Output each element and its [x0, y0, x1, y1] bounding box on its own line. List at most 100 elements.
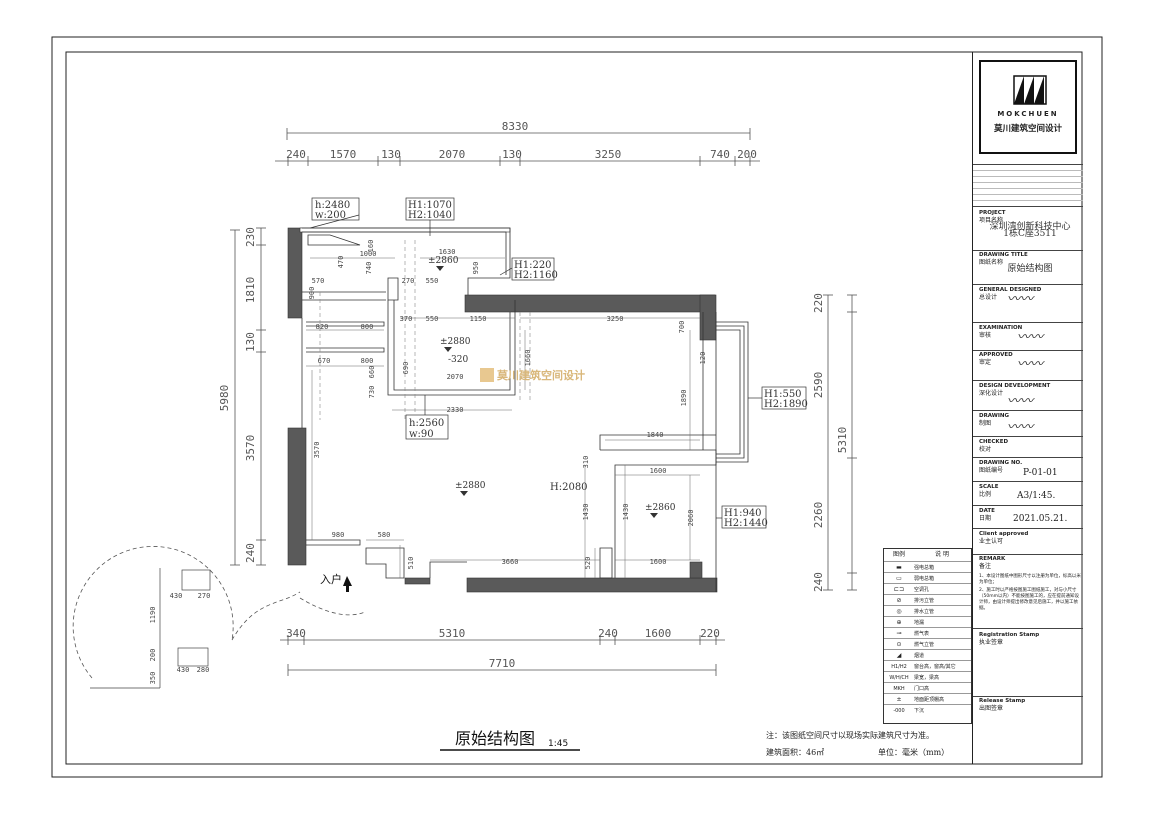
inner-dim: 570	[312, 277, 325, 285]
level-triangles	[436, 266, 658, 518]
general-cn: 总设计	[979, 294, 998, 301]
legend-row: ⊏⊐空调孔	[884, 583, 971, 596]
client-en: Client approved	[979, 531, 1029, 537]
legend-symbol: MKH	[893, 686, 905, 692]
inner-dim: 370	[400, 315, 413, 323]
logo-en: MOKCHUEN	[997, 110, 1059, 118]
inner-dim: 800	[361, 323, 374, 331]
gas-pipe-icon: ⊙	[896, 641, 902, 648]
inner-dim: 980	[332, 531, 345, 539]
legend-row: ±地面距顶棚高	[884, 693, 971, 706]
window-h2-label: H2:1440	[724, 518, 768, 529]
dev-cn: 深化设计	[979, 390, 1004, 397]
note-text: 注：该图纸空间尺寸以现场实际建筑尺寸为准。	[766, 730, 934, 740]
inner-dim: 1660	[524, 350, 532, 367]
left-seg-dim: 240	[244, 543, 257, 563]
sheet-outer-border	[51, 36, 1103, 778]
approved-field: APPROVED 审定	[979, 352, 1081, 366]
scale-cn: 比例	[979, 491, 992, 498]
legend-header-desc: 说 明	[935, 551, 949, 558]
inner-dim: 900	[308, 287, 316, 300]
checked-en: CHECKED	[979, 439, 1009, 445]
legend-desc: 地面距顶棚高	[914, 697, 945, 703]
inner-dim: 3570	[313, 442, 321, 459]
inner-dim: 3660	[502, 558, 519, 566]
drawing-no-value: P-01-01	[1023, 468, 1058, 478]
inner-dim: 1190	[149, 607, 157, 624]
sheet-inner-border	[65, 51, 1083, 765]
dev-en: DESIGN DEVELOPMENT	[979, 383, 1051, 389]
inner-dim: 1430	[582, 504, 590, 521]
window-h1-label: H1:550	[764, 389, 802, 400]
inner-dim: 690	[402, 362, 410, 375]
rel-cn: 出图签章	[979, 705, 1004, 712]
power-box-icon: ▬	[896, 564, 902, 571]
inner-dim: 1840	[647, 431, 664, 439]
beam-width-label: w:200	[315, 210, 346, 221]
legend-row: ◎排水立管	[884, 605, 971, 618]
right-seg-dim: 240	[812, 572, 825, 592]
logo-mark-icon	[1013, 75, 1047, 105]
legend-desc: 门口高	[914, 686, 930, 692]
project-value-1: 深圳湾创新科技中心	[989, 222, 1071, 232]
scale-en: SCALE	[979, 484, 999, 490]
inner-dim: 550	[426, 277, 439, 285]
level-marker: -320	[448, 355, 468, 365]
watermark-text: 莫川建筑空间设计	[496, 368, 585, 382]
inner-dim: 700	[678, 321, 686, 334]
level-marker: ±2860	[428, 256, 459, 266]
legend-desc: 燃气立管	[914, 642, 935, 648]
bottom-seg-dim: 1600	[645, 627, 672, 640]
legend-row: ⊙ 燃气立管	[884, 638, 971, 651]
gas-meter-icon: ⊸	[896, 630, 902, 637]
watermark-logo-mark	[480, 368, 494, 382]
remark-en: REMARK	[979, 556, 1006, 562]
reg-en: Registration Stamp	[979, 632, 1040, 638]
inner-dim: 820	[316, 323, 329, 331]
inner-dim: 660	[368, 366, 376, 379]
client-field: Client approved 业主认可	[979, 531, 1081, 545]
inner-dim: 510	[407, 557, 415, 570]
inner-dim: 1000	[360, 250, 377, 258]
checked-field: CHECKED 校对	[979, 439, 1081, 453]
legend-row: ▭弱电总箱	[884, 572, 971, 585]
legend-symbol: W/H/CH	[889, 675, 909, 681]
inner-dim: 1630	[439, 248, 456, 256]
inner-dimension-lines	[306, 257, 700, 578]
scale-value: A3/1:45.	[1017, 491, 1056, 501]
beam-height-label: h:2560	[409, 418, 444, 429]
drawing-no-field: DRAWING NO. 图纸编号	[979, 460, 1081, 474]
date-field: DATE 日期	[979, 508, 1081, 522]
drain-pipe-icon: ◎	[896, 608, 902, 615]
registration-stamp-field: Registration Stamp 执业签章	[979, 632, 1081, 646]
legend-desc: 弱电总箱	[914, 576, 935, 582]
inner-dim: 200	[149, 649, 157, 662]
rel-en: Release Stamp	[979, 698, 1026, 704]
remark-2: 2、施工时以严格按图施工图纸施工，对与小尺寸（50mm以内）不能按图施工的，应在…	[979, 588, 1079, 611]
bottom-seg-dim: 5310	[439, 627, 466, 640]
checked-cn: 校对	[979, 446, 992, 453]
left-seg-dim: 230	[244, 227, 257, 247]
bottom-seg-dim: 240	[598, 627, 618, 640]
detail-bubble	[72, 546, 366, 679]
inner-dim: 270	[198, 592, 211, 600]
title-block: MOKCHUEN 莫川建筑空间设计 PROJECT 项目名称 深圳湾创新科技中心…	[972, 52, 1083, 764]
area-text: 建筑面积：46㎡	[766, 747, 824, 757]
wall-outlines	[301, 227, 717, 592]
legend-row: ◢烟道	[884, 649, 971, 662]
drawing-field: DRAWING 制图	[979, 413, 1081, 427]
inner-dim: 470	[337, 256, 345, 269]
examination-field: EXAMINATION 审核	[979, 325, 1081, 339]
inner-dim: 2330	[447, 406, 464, 414]
beam-width-label: w:90	[409, 429, 434, 440]
inner-dim: 350	[149, 672, 157, 685]
level-marker: ±2880	[455, 481, 486, 491]
top-seg-dim: 2070	[439, 148, 466, 161]
legend-desc: 烟道	[914, 653, 925, 659]
client-cn: 业主认可	[979, 538, 1004, 545]
no-en: DRAWING NO.	[979, 460, 1023, 466]
top-seg-dim: 740	[710, 148, 730, 161]
